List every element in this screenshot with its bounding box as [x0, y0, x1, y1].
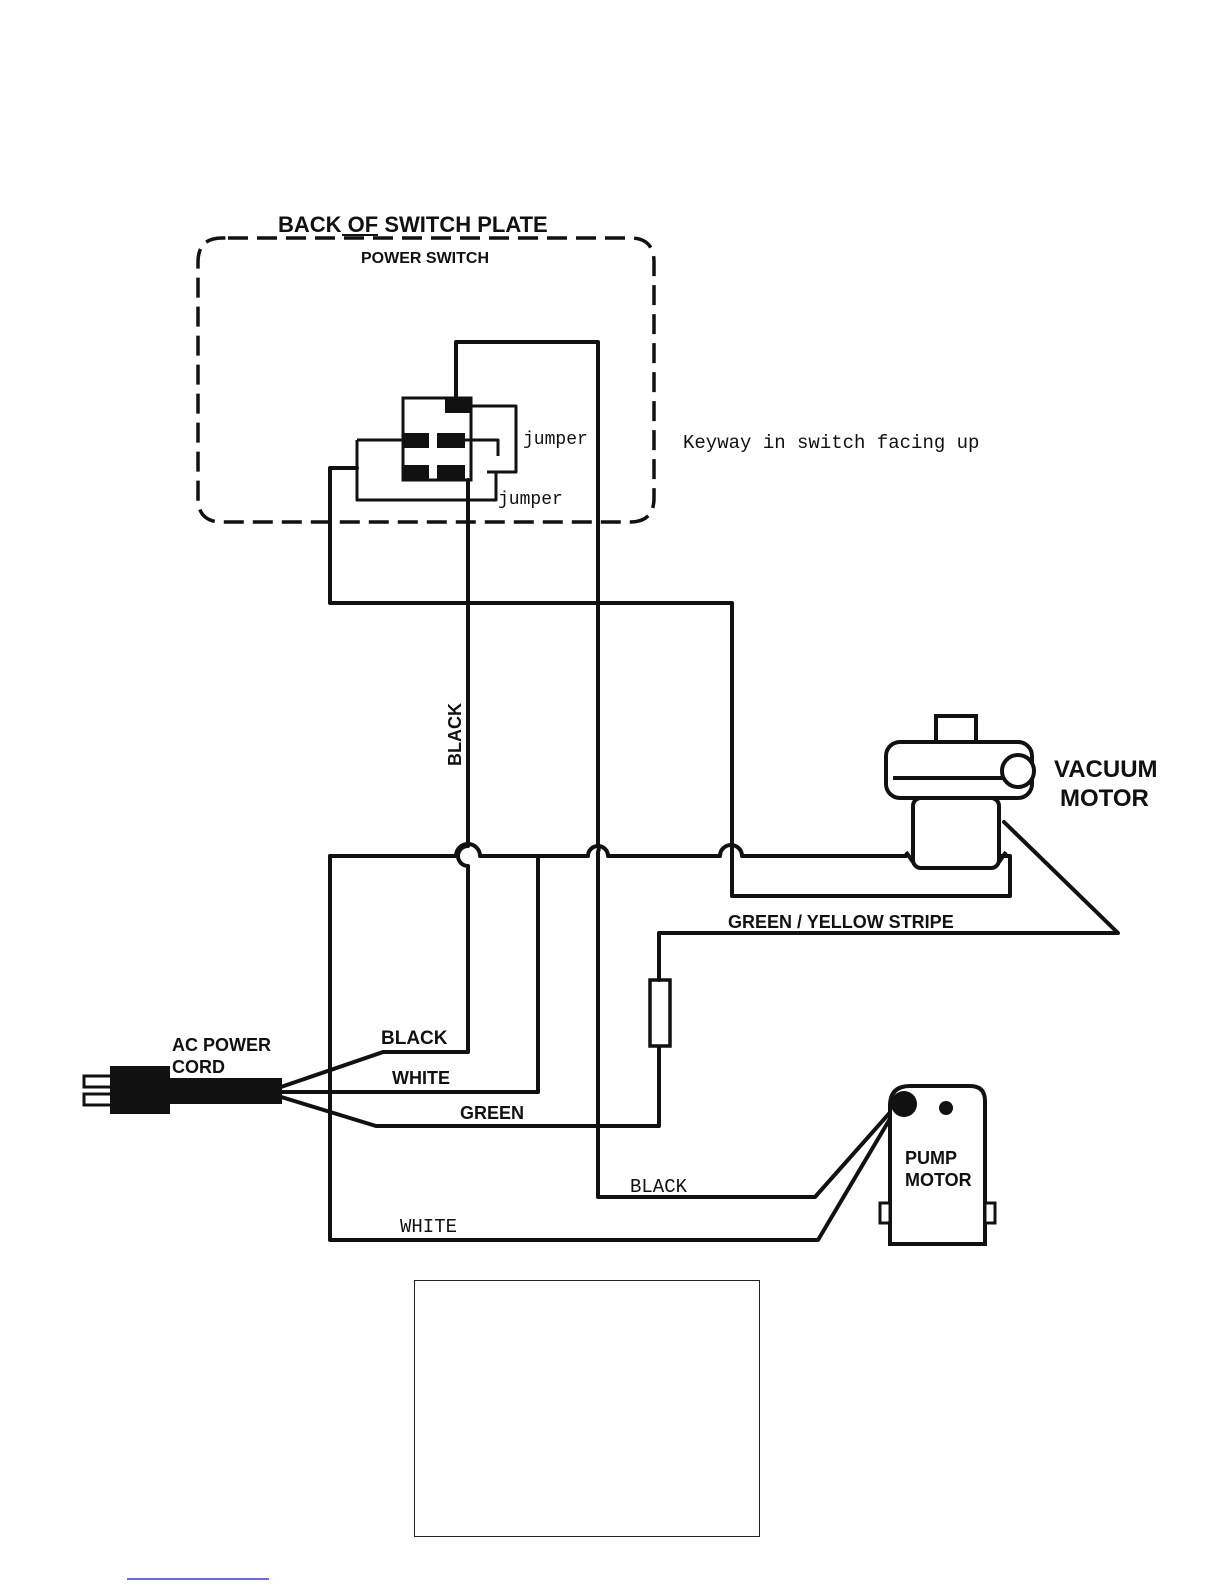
jumper-upper-label: jumper	[523, 430, 588, 450]
green-yellow-label: GREEN / YELLOW STRIPE	[728, 912, 954, 932]
black-vertical-wire	[278, 480, 468, 1088]
cord-black-label: BLACK	[381, 1028, 448, 1049]
empty-notes-box	[414, 1280, 760, 1537]
bottom-rule	[127, 1578, 269, 1580]
power-switch-label: POWER SWITCH	[361, 250, 489, 267]
cord-white-label: WHITE	[392, 1068, 450, 1088]
pump-motor-label-line2: MOTOR	[905, 1170, 972, 1190]
keyway-note: Keyway in switch facing up	[683, 432, 979, 454]
neutral-bus-wire	[330, 844, 906, 856]
pump-motor-label-line1: PUMP	[905, 1148, 957, 1168]
switch-plate-title: BACK OF SWITCH PLATE	[278, 212, 548, 237]
vacuum-motor-icon	[886, 716, 1034, 868]
switch-to-vacuum-wire	[330, 468, 1010, 896]
switch-to-pump-black-wire	[456, 342, 894, 1197]
ac-power-label-line1: AC POWER	[172, 1035, 271, 1055]
vacuum-motor-label-line1: VACUUM	[1054, 756, 1158, 783]
vacuum-motor-label-line2: MOTOR	[1060, 785, 1149, 812]
power-switch	[403, 398, 471, 480]
pump-black-label: BLACK	[630, 1176, 688, 1198]
cord-green-label: GREEN	[460, 1103, 524, 1123]
inline-fuse	[650, 980, 670, 1046]
white-cord-wire	[278, 856, 538, 1092]
pump-white-label: WHITE	[400, 1216, 457, 1238]
jumper-lower-label: jumper	[498, 490, 563, 510]
black-vertical-label: BLACK	[445, 703, 465, 766]
ac-power-label-line2: CORD	[172, 1057, 225, 1077]
